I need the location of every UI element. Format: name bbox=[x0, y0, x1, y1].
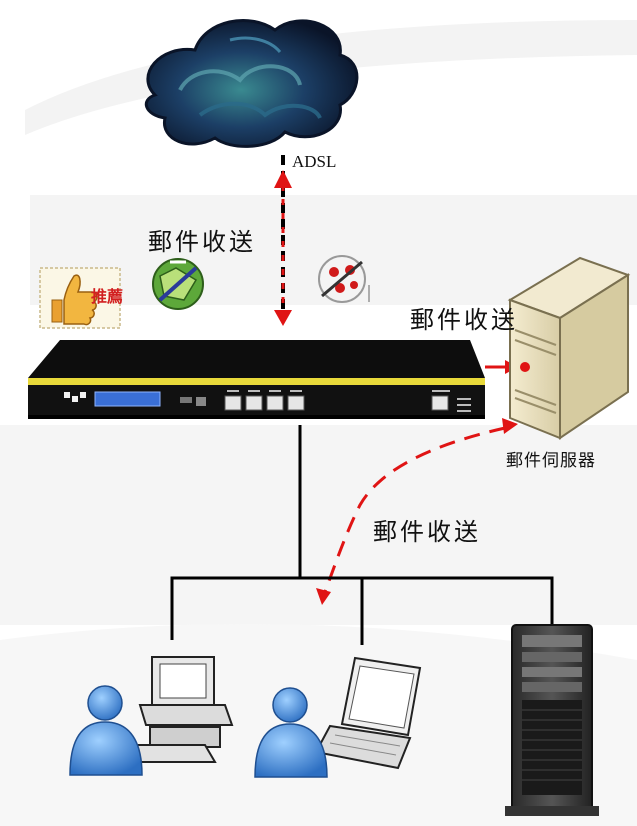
mail-exchange-label-bottom: 郵件收送 bbox=[373, 518, 481, 546]
router-device-icon bbox=[28, 340, 485, 419]
mail-flow-curve bbox=[316, 418, 518, 605]
mail-exchange-label-top: 郵件收送 bbox=[148, 228, 256, 256]
thumbs-up-icon bbox=[39, 267, 121, 329]
no-spam-icon bbox=[152, 258, 204, 310]
no-virus-icon bbox=[318, 255, 370, 303]
cloud-icon bbox=[144, 18, 359, 148]
network-lines bbox=[170, 425, 554, 645]
mail-exchange-label-right: 郵件收送 bbox=[410, 306, 518, 334]
mail-server-label: 郵件伺服器 bbox=[506, 451, 596, 471]
desktop-user-icon bbox=[69, 656, 234, 776]
adsl-link bbox=[274, 155, 292, 326]
mail-server-icon bbox=[507, 256, 631, 440]
recommend-badge-text: 推薦 bbox=[91, 287, 123, 306]
adsl-label: ADSL bbox=[292, 152, 337, 171]
laptop-user-icon bbox=[254, 656, 422, 778]
rack-server-icon bbox=[505, 624, 599, 816]
